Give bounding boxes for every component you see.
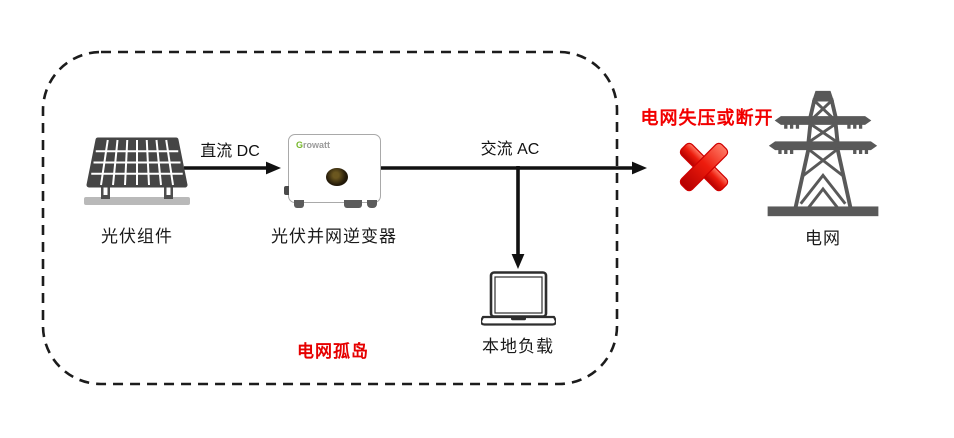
local-load-label: 本地负载 [482, 337, 554, 356]
dc-link-label: 直流 DC [200, 143, 260, 160]
solar-panel-icon [84, 137, 190, 205]
ac-link-label: 交流 AC [480, 141, 540, 158]
grid-fault-label: 电网失压或断开 [640, 108, 774, 128]
pv-module-label: 光伏组件 [101, 227, 173, 246]
transmission-tower-icon [767, 90, 879, 217]
inverter-foot [367, 199, 377, 208]
inverter-foot [294, 199, 304, 208]
laptop-icon [481, 271, 556, 326]
inverter-foot [344, 199, 362, 208]
inverter-knob [326, 168, 348, 186]
inverter-label: 光伏并网逆变器 [271, 227, 397, 246]
growatt-logo: Growatt [296, 140, 330, 150]
cross-mark-icon [679, 142, 729, 192]
island-label: 电网孤岛 [297, 342, 369, 361]
grid-label: 电网 [805, 229, 841, 248]
dc-arrow [184, 161, 281, 175]
growatt-logo-rest: rowatt [303, 140, 331, 150]
inverter-side-connector [284, 186, 289, 195]
ac-arrow [381, 161, 647, 175]
growatt-logo-g: G [296, 140, 304, 150]
inverter-device: Growatt [284, 134, 381, 208]
island-boundary [41, 50, 619, 386]
local-load-arrow [511, 166, 525, 269]
